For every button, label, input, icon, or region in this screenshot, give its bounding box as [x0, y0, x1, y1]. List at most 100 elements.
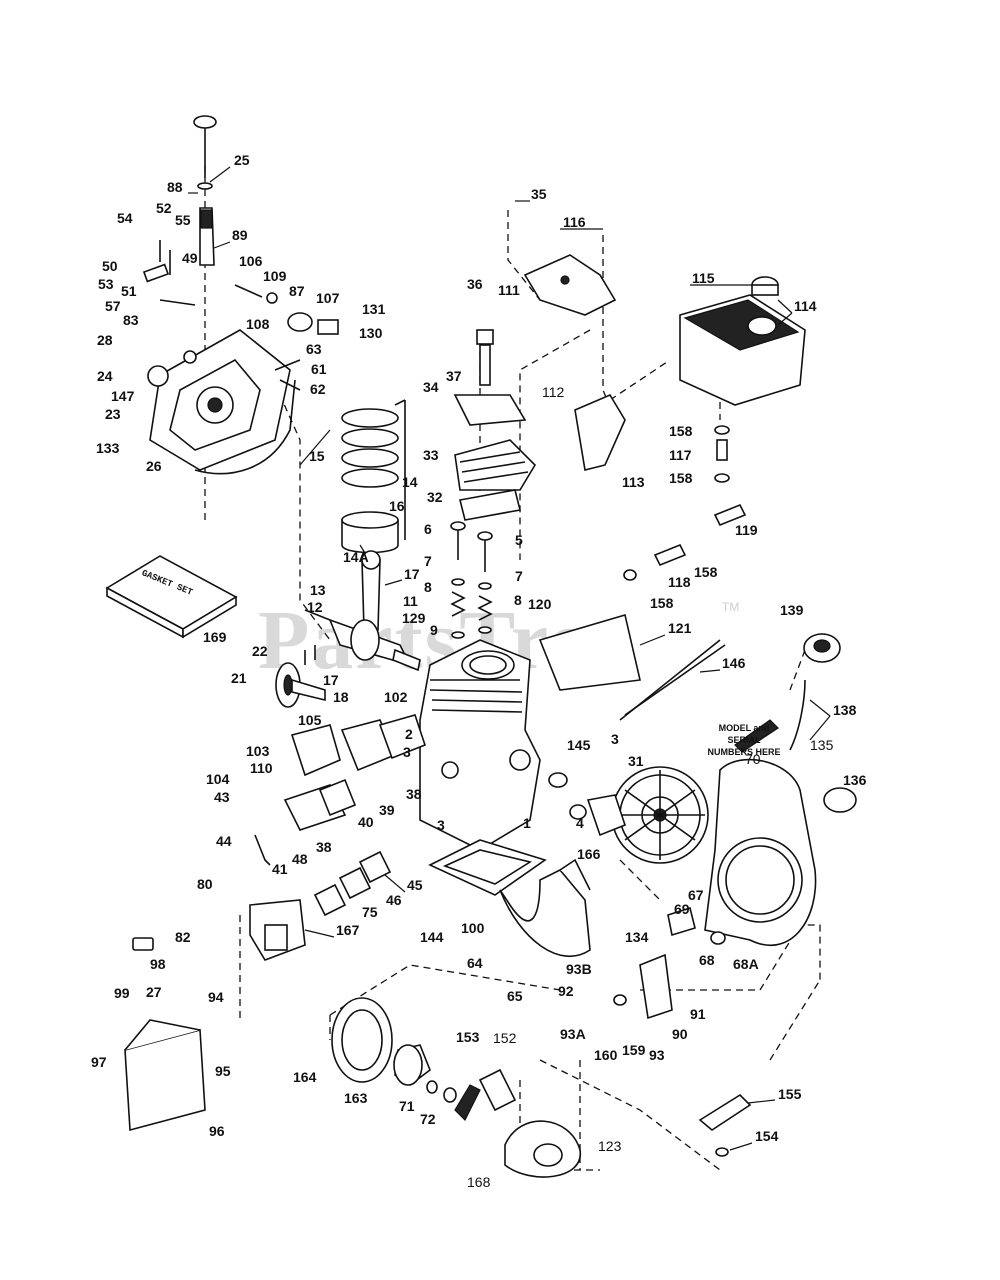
part-label-96: 96	[209, 1123, 225, 1139]
knob	[823, 787, 857, 813]
part-label-16: 16	[389, 498, 405, 514]
part-label-21: 21	[231, 670, 247, 686]
blower-housing	[704, 719, 817, 946]
part-label-71: 71	[399, 1098, 415, 1114]
part-label-94: 94	[208, 989, 224, 1005]
part-label-7: 7	[515, 568, 523, 584]
part-label-64: 64	[467, 955, 483, 971]
part-label-82: 82	[175, 929, 191, 945]
part-label-14: 14	[402, 474, 418, 490]
part-label-169: 169	[203, 629, 227, 645]
part-label-110: 110	[250, 760, 273, 776]
trademark-mark: TM	[722, 600, 740, 614]
part-label-43: 43	[214, 789, 230, 805]
part-label-7: 7	[424, 553, 432, 569]
part-label-158: 158	[694, 564, 718, 580]
part-label-22: 22	[252, 643, 268, 659]
gasket-set-box	[105, 555, 238, 639]
part-label-48: 48	[292, 851, 308, 867]
camshaft-gear	[275, 645, 326, 708]
cylinder-baffle	[538, 613, 726, 721]
part-label-41: 41	[272, 861, 288, 877]
part-label-112: 112	[542, 384, 565, 400]
recoil-starter	[331, 997, 581, 1178]
governor-linkage	[142, 240, 339, 391]
engine-shroud	[499, 858, 591, 957]
part-label-98: 98	[150, 956, 166, 972]
part-label-109: 109	[263, 268, 287, 284]
part-label-154: 154	[755, 1128, 779, 1144]
part-label-63: 63	[306, 341, 322, 357]
part-label-158: 158	[650, 595, 674, 611]
part-label-95: 95	[215, 1063, 231, 1079]
fuel-line-parts	[574, 393, 747, 581]
part-label-50: 50	[102, 258, 118, 274]
part-label-3: 3	[437, 817, 445, 833]
part-label-88: 88	[167, 179, 183, 195]
part-label-139: 139	[780, 602, 804, 618]
part-label-24: 24	[97, 368, 113, 384]
air-cleaner	[124, 937, 206, 1132]
part-label-121: 121	[668, 620, 692, 636]
base-plate	[428, 839, 547, 896]
part-label-114: 114	[794, 298, 817, 314]
part-label-93a: 93A	[560, 1026, 586, 1042]
part-label-49: 49	[182, 250, 198, 266]
part-label-166: 166	[577, 846, 601, 862]
valves	[450, 521, 493, 639]
part-label-167: 167	[336, 922, 360, 938]
part-label-133: 133	[96, 440, 120, 456]
fuel-tank	[679, 276, 806, 406]
part-label-145: 145	[567, 737, 591, 753]
part-label-3: 3	[611, 731, 619, 747]
crankshaft	[304, 609, 421, 672]
crankcase-cover	[147, 329, 296, 475]
part-label-115: 115	[692, 270, 715, 286]
part-label-52: 52	[156, 200, 172, 216]
part-label-164: 164	[293, 1069, 317, 1085]
part-label-31: 31	[628, 753, 644, 769]
part-label-123: 123	[598, 1138, 622, 1154]
part-label-105: 105	[298, 712, 322, 728]
part-label-75: 75	[362, 904, 378, 920]
part-label-39: 39	[379, 802, 395, 818]
part-label-17: 17	[404, 566, 420, 582]
part-label-26: 26	[146, 458, 162, 474]
part-label-1: 1	[523, 815, 531, 831]
part-label-9: 9	[430, 622, 438, 638]
primer-bulb	[789, 633, 841, 751]
part-label-4: 4	[576, 815, 584, 831]
part-label-14a: 14A	[343, 549, 369, 565]
part-label-87: 87	[289, 283, 305, 299]
part-label-53: 53	[98, 276, 114, 292]
part-label-62: 62	[310, 381, 326, 397]
part-label-72: 72	[420, 1111, 436, 1127]
part-label-61: 61	[311, 361, 327, 377]
part-label-67: 67	[688, 887, 704, 903]
part-label-17: 17	[323, 672, 339, 688]
part-label-104: 104	[206, 771, 230, 787]
part-label-55: 55	[175, 212, 191, 228]
part-label-68: 68	[699, 952, 715, 968]
part-label-163: 163	[344, 1090, 368, 1106]
part-label-18: 18	[333, 689, 349, 705]
intake-parts	[254, 714, 426, 917]
part-label-144: 144	[420, 929, 444, 945]
part-label-117: 117	[669, 447, 692, 463]
part-label-159: 159	[622, 1042, 646, 1058]
part-label-93b: 93B	[566, 961, 592, 977]
part-label-38: 38	[406, 786, 422, 802]
part-label-6: 6	[424, 521, 432, 537]
part-label-3: 3	[403, 744, 411, 760]
part-label-146: 146	[722, 655, 746, 671]
part-label-69: 69	[674, 901, 690, 917]
part-label-51: 51	[121, 283, 137, 299]
part-label-27: 27	[146, 984, 162, 1000]
part-label-103: 103	[246, 743, 270, 759]
throttle-control	[613, 906, 726, 1020]
part-label-99: 99	[114, 985, 130, 1001]
part-label-92: 92	[558, 983, 574, 999]
part-label-138: 138	[833, 702, 857, 718]
part-label-102: 102	[384, 689, 408, 705]
